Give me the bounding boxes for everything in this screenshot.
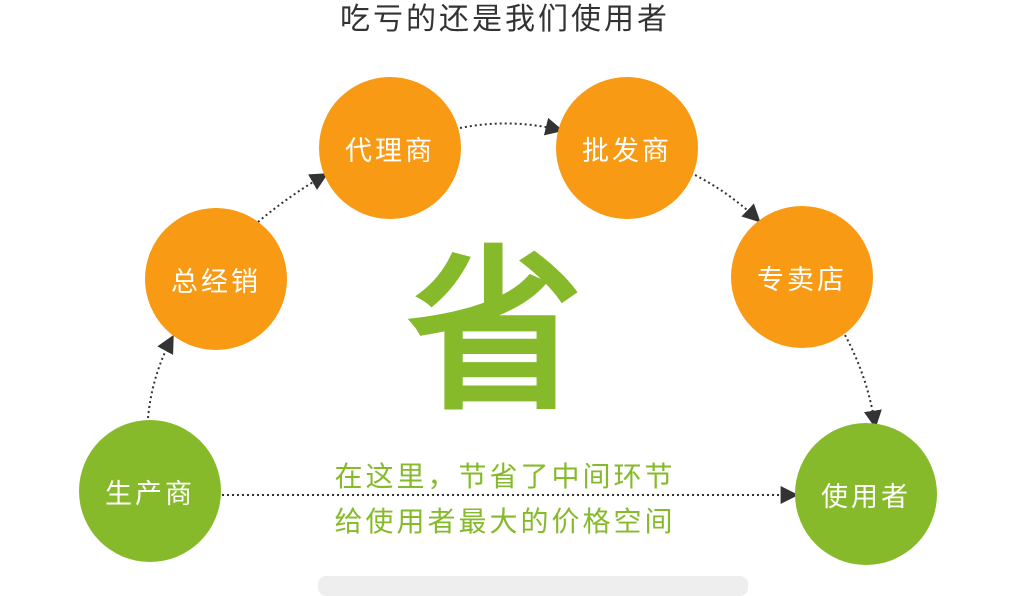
node-agent-label: 代理商 bbox=[345, 135, 435, 167]
node-general-distributor: 总经销 bbox=[145, 208, 287, 350]
node-agent: 代理商 bbox=[319, 77, 461, 219]
node-producer-label: 生产商 bbox=[105, 478, 195, 510]
node-store: 专卖店 bbox=[731, 206, 873, 348]
bottom-bar bbox=[318, 576, 748, 596]
node-consumer: 使用者 bbox=[795, 423, 937, 565]
node-store-label: 专卖店 bbox=[757, 264, 847, 296]
savings-note-line-2: 给使用者最大的价格空间 bbox=[334, 505, 676, 538]
arrow-agent-to-wholesaler bbox=[459, 117, 564, 136]
savings-note-line-1: 在这里，节省了中间环节 bbox=[334, 460, 676, 493]
arrow-general-distributor-to-agent bbox=[257, 173, 329, 223]
headline: 吃亏的还是我们使用者 bbox=[340, 2, 670, 37]
arrow-producer-to-general-distributor bbox=[147, 334, 174, 419]
node-wholesaler-label: 批发商 bbox=[582, 135, 672, 167]
node-consumer-label: 使用者 bbox=[821, 481, 911, 513]
node-wholesaler: 批发商 bbox=[556, 77, 698, 219]
arrow-wholesaler-to-store bbox=[694, 174, 761, 223]
arrow-store-to-consumer bbox=[844, 334, 882, 429]
save-character: 省 bbox=[406, 230, 583, 435]
node-producer: 生产商 bbox=[79, 420, 221, 562]
node-general-distributor-label: 总经销 bbox=[171, 266, 261, 298]
